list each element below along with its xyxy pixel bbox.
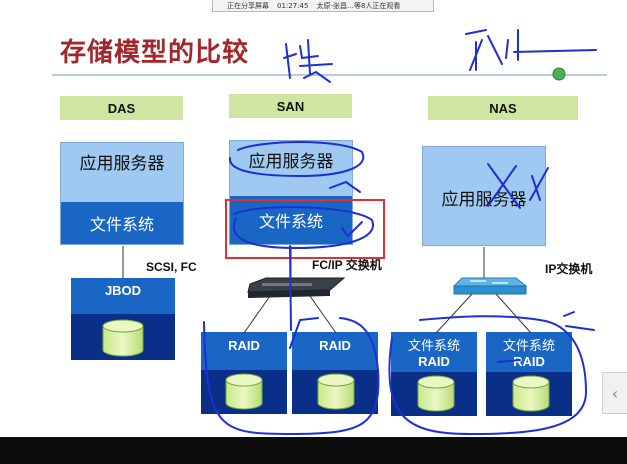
pen-cursor-icon: [552, 67, 566, 81]
nas-label: NAS: [428, 96, 578, 120]
chevron-left-icon: ‹: [611, 383, 619, 403]
das-label: DAS: [60, 96, 183, 120]
das-app-server-label: 应用服务器: [79, 153, 165, 174]
bottom-strip: [0, 437, 627, 464]
disk-icon: [417, 375, 455, 412]
nas-raid-right-fs: 文件系统: [502, 338, 555, 353]
nas-raid-right-top: [486, 332, 572, 372]
jbod-top-band: [71, 278, 175, 314]
screen-share-bar[interactable]: 正在分享屏幕 01:27:45 太原-张昌…等8人正在观看: [212, 0, 434, 12]
side-panel-handle[interactable]: ‹: [602, 372, 627, 414]
jbod-label: JBOD: [104, 283, 142, 298]
share-timer: 01:27:45: [277, 1, 309, 10]
nas-app-server: 应用服务器: [422, 146, 546, 246]
das-connection-label: SCSI, FC: [146, 260, 197, 274]
nas-raid-left-fs: 文件系统: [407, 338, 460, 353]
san-raid-right-label: RAID: [319, 338, 351, 353]
disk-icon: [225, 373, 263, 410]
das-app-server: 应用服务器 文件系统: [60, 142, 184, 245]
san-app-server: 应用服务器 文件系统: [229, 140, 353, 245]
san-app-server-label: 应用服务器: [248, 151, 334, 172]
share-status: 正在分享屏幕: [227, 1, 269, 10]
disk-icon: [512, 375, 550, 412]
san-raid-left-top: [201, 332, 287, 370]
highlight-rectangle: [225, 199, 385, 259]
ip-switch-icon: [452, 277, 528, 295]
san-raid-right-top: [292, 332, 378, 370]
slide-title: 存储模型的比较: [60, 38, 250, 68]
title-divider: [52, 74, 607, 76]
san-label: SAN: [229, 94, 352, 118]
fc-switch-icon: [247, 277, 346, 298]
san-switch-label: FC/IP 交换机: [312, 258, 382, 272]
nas-raid-left-label: RAID: [418, 354, 450, 369]
nas-raid-right-label: RAID: [513, 354, 545, 369]
disk-icon: [102, 319, 144, 357]
pen-annotations: [203, 29, 597, 436]
san-file-system: 文件系统: [230, 196, 352, 244]
disk-icon: [317, 373, 355, 410]
nas-app-server-label: 应用服务器: [441, 189, 527, 210]
san-raid-left-label: RAID: [228, 338, 260, 353]
nas-switch-label: IP交换机: [545, 262, 593, 276]
nas-raid-left-top: [391, 332, 477, 372]
share-viewers: 太原-张昌…等8人正在观看: [316, 1, 401, 10]
das-file-system: 文件系统: [61, 202, 183, 244]
